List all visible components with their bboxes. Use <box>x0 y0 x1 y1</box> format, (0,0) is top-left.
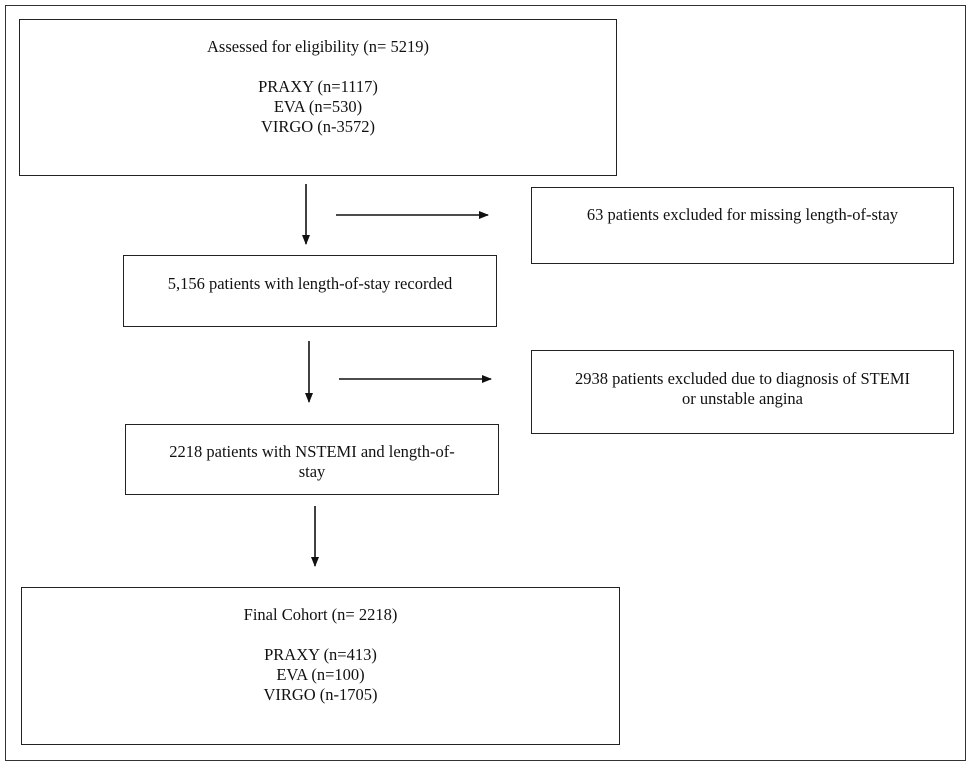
los-recorded-text: 5,156 patients with length-of-stay recor… <box>167 274 453 293</box>
eligibility-item-eva: EVA (n=530) <box>273 97 363 116</box>
eligibility-item-praxy: PRAXY (n=1117) <box>258 77 378 96</box>
excluded-missing-los-box: 63 patients excluded for missing length-… <box>531 187 954 264</box>
final-cohort-item-praxy: PRAXY (n=413) <box>264 645 377 664</box>
nstemi-line1: 2218 patients with NSTEMI and length-of- <box>169 442 455 461</box>
eligibility-item-virgo: VIRGO (n-3572) <box>260 117 376 136</box>
eligibility-title: Assessed for eligibility (n= 5219) <box>207 37 429 56</box>
final-cohort-item-virgo: VIRGO (n-1705) <box>263 685 378 704</box>
excluded-stemi-line2: or unstable angina <box>682 389 803 408</box>
figure-frame <box>5 5 966 761</box>
excluded-stemi-box: 2938 patients excluded due to diagnosis … <box>531 350 954 434</box>
final-cohort-item-eva: EVA (n=100) <box>276 665 365 684</box>
excluded-missing-los-text: 63 patients excluded for missing length-… <box>586 205 899 224</box>
eligibility-box: Assessed for eligibility (n= 5219) PRAXY… <box>19 19 617 176</box>
final-cohort-box: Final Cohort (n= 2218) PRAXY (n=413) EVA… <box>21 587 620 745</box>
nstemi-line2: stay <box>298 462 326 481</box>
nstemi-box: 2218 patients with NSTEMI and length-of-… <box>125 424 499 495</box>
los-recorded-box: 5,156 patients with length-of-stay recor… <box>123 255 497 327</box>
final-cohort-title: Final Cohort (n= 2218) <box>243 605 398 624</box>
excluded-stemi-line1: 2938 patients excluded due to diagnosis … <box>575 369 910 388</box>
